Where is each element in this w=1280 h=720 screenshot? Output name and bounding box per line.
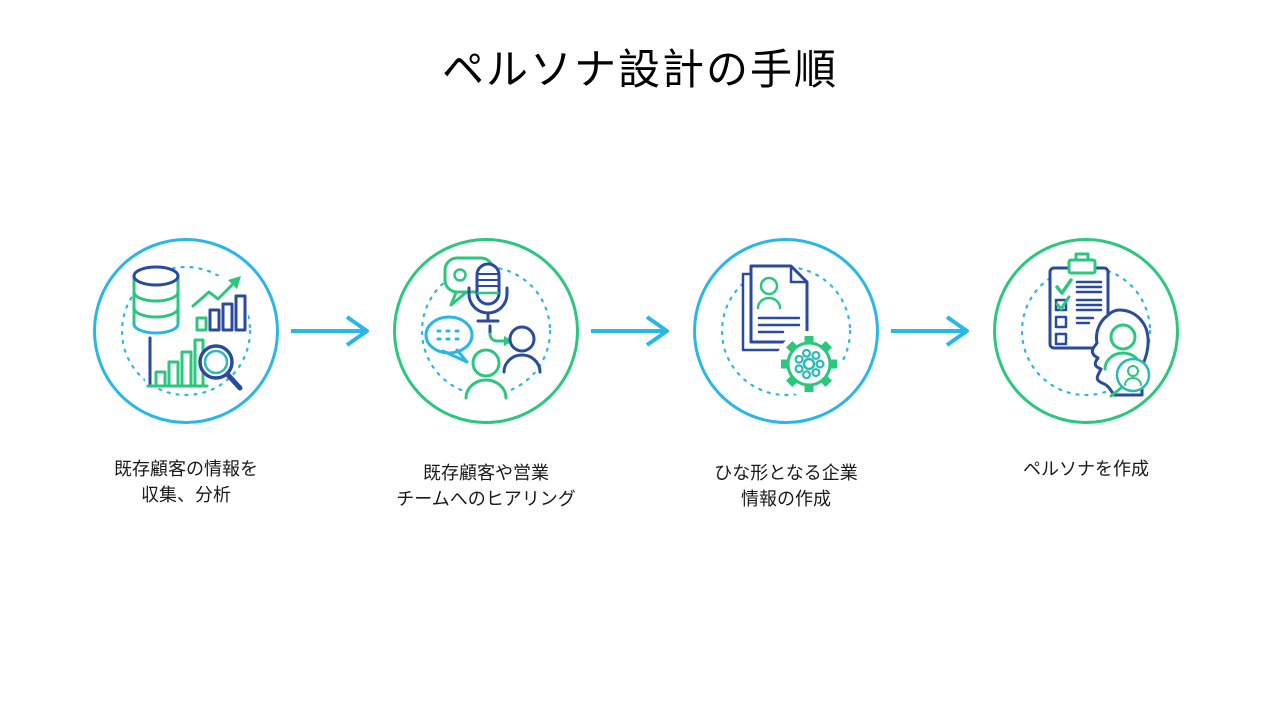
step-4-label: ペルソナを作成 [946,456,1226,482]
arrow-right-icon [591,315,669,347]
step-1-circle [93,238,279,424]
arrow-right-icon [891,315,969,347]
step-2-label: 既存顧客や営業 チームへのヒアリング [346,460,626,512]
step-3-circle [693,238,879,424]
step-1-label-line-2: 収集、分析 [141,485,231,505]
step-2-circle [393,238,579,424]
step-2-label-line-2: チームへのヒアリング [396,489,576,509]
step-4-label-line-1: ペルソナを作成 [1023,459,1149,479]
step-1-label: 既存顧客の情報を 収集、分析 [46,456,326,508]
step-2-label-line-1: 既存顧客や営業 [423,463,549,483]
step-4-circle [993,238,1179,424]
step-3-label-line-2: 情報の作成 [741,489,831,509]
step-3-label-line-1: ひな形となる企業 [714,463,858,483]
document-template-icon [720,264,852,397]
step-1-label-line-1: 既存顧客の情報を [114,459,258,479]
page-title: ペルソナ設計の手順 [441,46,838,93]
data-analysis-icon [120,265,252,397]
step-3-label: ひな形となる企業 情報の作成 [646,460,926,512]
interview-icon [420,256,552,400]
arrow-right-icon [291,315,369,347]
persona-icon [1020,252,1152,398]
